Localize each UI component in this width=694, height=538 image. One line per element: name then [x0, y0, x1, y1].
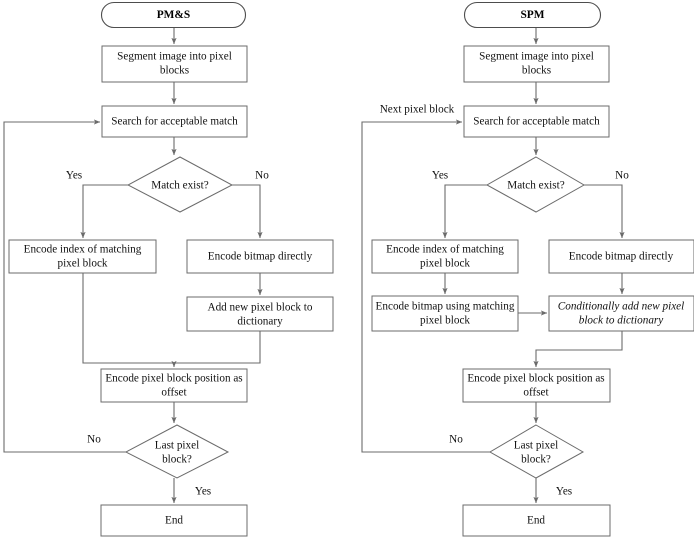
node-spm-conditional-line1: Conditionally add new pixel [558, 301, 684, 313]
node-pms-encode-index [8, 239, 157, 274]
node-pms-start [100, 1, 247, 29]
node-spm-encode-using-line1: Encode bitmap using matching [376, 301, 515, 313]
node-spm-last-line1: Last pixel [514, 440, 558, 452]
node-pms-add-block-line1: Add new pixel block to [207, 302, 312, 314]
node-spm-conditional-add [548, 295, 694, 332]
node-pms-search [101, 105, 248, 138]
node-pms-encode-offset [100, 368, 248, 403]
node-spm-match-decision [485, 156, 586, 213]
node-spm-encode-bitmap [548, 239, 694, 274]
node-spm-end [462, 504, 611, 537]
edge-spm-match-yes [442, 184, 487, 239]
label-spm-match-yes: Yes [432, 170, 448, 182]
node-spm-start [463, 1, 602, 29]
label-pms-match-no: No [255, 170, 269, 182]
edge-match-yes [80, 184, 128, 239]
label-pms-last-no: No [87, 434, 101, 446]
edge-spm-match-no [584, 184, 625, 239]
edge-spm-last-no-loopback [361, 119, 490, 453]
node-spm-encode-index-line1: Encode index of matching [386, 244, 504, 256]
edge-last-no-loopback [3, 119, 126, 453]
node-pms-segment-line2: blocks [160, 65, 189, 77]
node-pms-last-decision [124, 424, 230, 479]
edge-match-no [232, 184, 263, 239]
node-spm-match-label: Match exist? [507, 180, 565, 192]
node-spm-start-label: SPM [520, 9, 544, 21]
node-pms-end [100, 504, 248, 537]
node-pms-encode-index-line1: Encode index of matching [24, 244, 142, 256]
node-spm-encode-index [371, 239, 519, 274]
node-pms-last-line2: block? [162, 454, 192, 466]
node-pms-segment [101, 45, 248, 83]
node-spm-end-label: End [527, 515, 545, 527]
node-spm-last-decision [488, 424, 585, 479]
label-spm-match-no: No [615, 170, 629, 182]
node-spm-encode-using-match [371, 295, 519, 332]
node-spm-encode-using-line2: pixel block [420, 315, 470, 327]
node-spm-encode-offset-line2: offset [523, 387, 549, 399]
node-pms-encode-bitmap [186, 239, 334, 274]
node-pms-last-line1: Last pixel [155, 440, 199, 452]
node-spm-segment [463, 45, 610, 83]
node-spm-encode-offset-line1: Encode pixel block position as [467, 373, 604, 385]
node-spm-last-line2: block? [521, 454, 551, 466]
node-pms-end-label: End [165, 515, 183, 527]
label-spm-last-yes: Yes [556, 486, 572, 498]
chart-pms: PM&S Segment image into pixel blocks Sea… [3, 1, 334, 537]
node-spm-conditional-line2: block to dictionary [579, 315, 664, 327]
node-pms-segment-line1: Segment image into pixel [117, 51, 232, 63]
node-pms-add-block-line2: dictionary [237, 316, 283, 328]
edge-spm-conditional-to-offset [533, 331, 623, 368]
node-spm-segment-line1: Segment image into pixel [479, 51, 594, 63]
node-spm-search [463, 105, 610, 138]
node-spm-encode-offset [462, 368, 611, 403]
node-pms-search-label: Search for acceptable match [111, 116, 238, 128]
node-pms-encode-index-line2: pixel block [57, 258, 107, 270]
node-pms-start-label: PM&S [157, 9, 191, 21]
label-pms-match-yes: Yes [66, 170, 82, 182]
node-pms-encode-bitmap-label: Encode bitmap directly [208, 251, 313, 263]
node-pms-match-decision [126, 156, 234, 213]
node-spm-encode-index-line2: pixel block [420, 258, 470, 270]
node-pms-match-label: Match exist? [151, 180, 209, 192]
node-spm-segment-line2: blocks [522, 65, 551, 77]
node-pms-encode-offset-line2: offset [161, 387, 187, 399]
node-spm-encode-bitmap-label: Encode bitmap directly [569, 251, 674, 263]
label-spm-last-no: No [449, 434, 463, 446]
label-spm-next-pixel-block: Next pixel block [380, 104, 455, 116]
node-pms-encode-offset-line1: Encode pixel block position as [105, 373, 242, 385]
chart-spm: SPM Segment image into pixel blocks Sear… [361, 1, 694, 537]
label-pms-last-yes: Yes [195, 486, 211, 498]
node-spm-search-label: Search for acceptable match [473, 116, 600, 128]
node-pms-add-block [186, 296, 334, 332]
